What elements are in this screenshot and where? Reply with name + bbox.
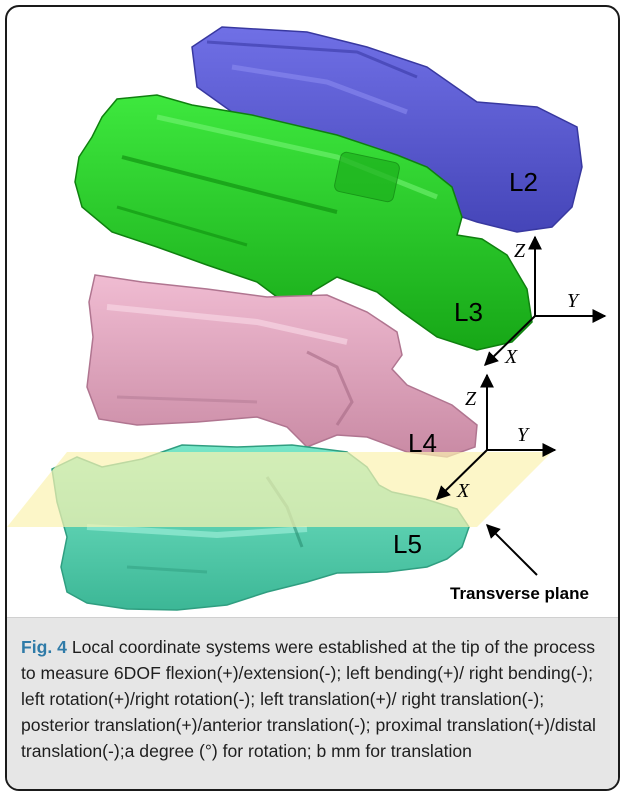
axis-label-l3-x: X <box>504 346 518 368</box>
caption-area: Fig. 4 Local coordinate systems were est… <box>7 617 618 789</box>
figure-card: L2 L3 L4 L5 Z Y X Z Y X Transverse plane… <box>5 5 620 791</box>
figure-label: Fig. 4 <box>21 637 67 657</box>
vertebra-l3 <box>74 94 533 351</box>
vertebra-label-l2: L2 <box>509 167 538 197</box>
coordinate-system-l3 <box>484 235 607 366</box>
vertebra-l4 <box>86 274 478 458</box>
transverse-plane-pointer <box>486 524 538 576</box>
vertebra-label-l4: L4 <box>408 428 437 458</box>
axis-label-l4-z: Z <box>465 388 477 410</box>
vertebrae-figure: L2 L3 L4 L5 Z Y X Z Y X Transverse plane <box>7 26 607 611</box>
vertebra-label-l3: L3 <box>454 297 483 327</box>
axis-label-l3-z: Z <box>514 240 526 262</box>
caption-text: Local coordinate systems were establishe… <box>21 637 596 761</box>
transverse-plane <box>7 452 552 527</box>
transverse-plane-label: Transverse plane <box>450 584 589 603</box>
figure-caption: Fig. 4 Local coordinate systems were est… <box>21 634 606 764</box>
vertebra-label-l5: L5 <box>393 529 422 559</box>
axis-label-l3-y: Y <box>567 290 580 312</box>
axis-label-l4-x: X <box>456 480 470 502</box>
coordinate-system-l4 <box>436 373 557 500</box>
axis-label-l4-y: Y <box>517 424 530 446</box>
